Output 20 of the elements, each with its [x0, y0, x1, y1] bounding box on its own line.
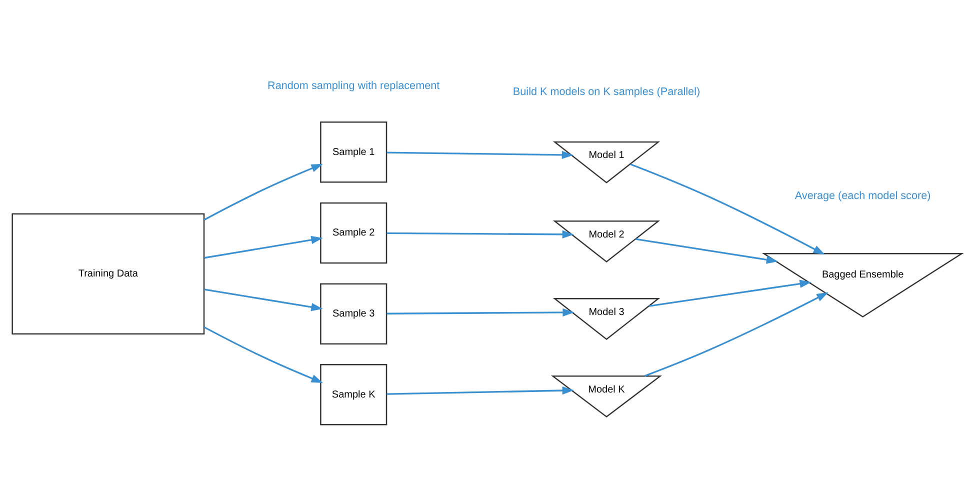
label: Random sampling with replacement: [268, 80, 440, 92]
arrow: [204, 236, 323, 259]
arrow: [386, 308, 574, 317]
arrow: [635, 238, 778, 264]
label: Average (each model score): [794, 190, 931, 202]
node-box: Sample 1: [320, 122, 388, 183]
node-box: Sample 2: [320, 202, 388, 264]
arrow: [204, 326, 323, 383]
arrow: [386, 386, 574, 395]
node-box: Training Data: [12, 213, 205, 334]
node-box: Sample K: [320, 364, 388, 426]
node-box: Sample 3: [320, 283, 388, 344]
arrow: [204, 164, 323, 221]
arrow: [386, 230, 574, 238]
arrow: [386, 150, 574, 160]
arrow: [648, 280, 812, 307]
label: Build K models on K samples (Parallel): [512, 86, 700, 98]
arrow: [630, 163, 825, 255]
arrow: [204, 288, 323, 312]
arrow: [644, 292, 828, 377]
